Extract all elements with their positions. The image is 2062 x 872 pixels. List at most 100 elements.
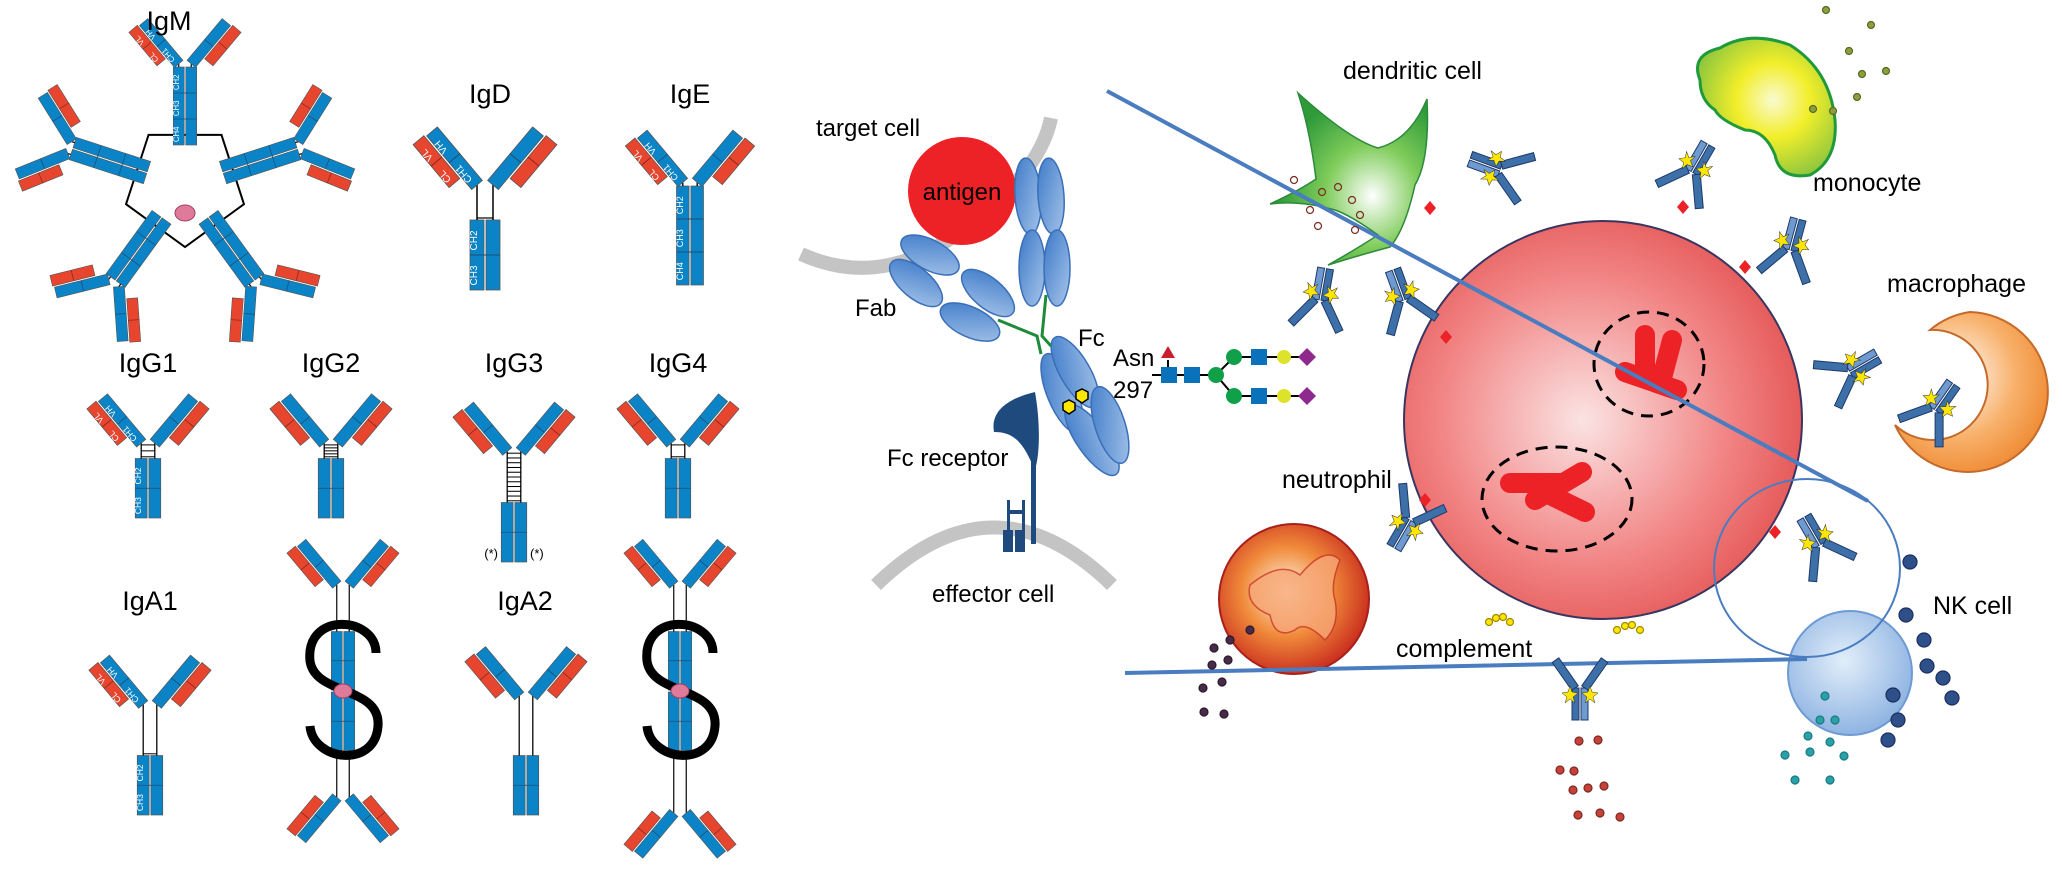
- right-arm: [149, 393, 210, 448]
- right-arm: [691, 129, 756, 187]
- label-macrophage: macrophage: [1887, 270, 2026, 298]
- label-nk-cell: NK cell: [1933, 592, 2012, 620]
- gamma-chain-tm: [1003, 530, 1013, 552]
- domain-label: CH3: [135, 794, 145, 811]
- right-arm: [344, 538, 400, 589]
- antigen-marker: [1769, 525, 1781, 539]
- left-arm: [289, 84, 333, 145]
- antibody-fab: [1790, 249, 1811, 286]
- bound-antibody: [1654, 139, 1716, 210]
- label-fc-receptor: Fc receptor: [887, 445, 1008, 472]
- label-igg2: IgG2: [302, 348, 361, 378]
- sialic-acid-diamond: [1298, 387, 1316, 405]
- glcnac-square: [1251, 349, 1267, 365]
- granule: [1498, 612, 1508, 622]
- granule: [1805, 747, 1815, 757]
- dendritic-cell: [1269, 90, 1429, 266]
- granule: [1825, 775, 1835, 785]
- granule: [1593, 735, 1603, 745]
- antibody-fab: [1320, 298, 1344, 335]
- heavy-chain-fc: [219, 137, 298, 173]
- right-arm: [527, 646, 588, 701]
- right-arm: [49, 264, 111, 299]
- label-target-cell: target cell: [816, 115, 920, 142]
- heavy-chain-fc: [676, 185, 690, 286]
- label-effector-cell: effector cell: [932, 581, 1054, 608]
- antibody-fab: [1821, 538, 1858, 562]
- bound-antibody: [1812, 348, 1883, 410]
- granule: [1198, 683, 1208, 693]
- star-glycan-icon: [1384, 286, 1402, 307]
- domain-label: CH3: [172, 101, 181, 117]
- fab-domain: [960, 268, 1016, 318]
- fc-receptor: [993, 392, 1039, 552]
- mannose-circle: [1208, 367, 1224, 383]
- hinge: [476, 185, 494, 220]
- left-arm: [286, 538, 342, 589]
- granule: [1568, 785, 1578, 795]
- granule: [1615, 812, 1625, 822]
- granule: [1555, 765, 1565, 775]
- right-arm: [37, 84, 81, 145]
- hinge: [67, 141, 75, 156]
- granule: [1890, 712, 1906, 728]
- granule: [1919, 658, 1935, 674]
- label-igd: IgD: [469, 79, 511, 109]
- granule: [1790, 775, 1800, 785]
- fab-domain: [888, 258, 944, 308]
- hinge: [673, 750, 687, 813]
- star-glycan-icon: [1792, 235, 1810, 256]
- left-arm: [464, 646, 525, 701]
- star-glycan-icon: [1678, 150, 1696, 170]
- isotype-labels: IgM IgD IgE IgG1 IgG2 IgG3 IgG4 IgA1 IgA…: [119, 6, 711, 616]
- granule: [1207, 660, 1217, 670]
- antigen-marker: [1419, 493, 1431, 507]
- right-arm: [228, 285, 257, 343]
- igm-monomer: [219, 84, 356, 192]
- granule: [1612, 625, 1622, 635]
- granule: [1944, 690, 1960, 706]
- label-monocyte: monocyte: [1813, 169, 1921, 197]
- iga1-dimer-lower: [286, 691, 400, 844]
- granule: [1866, 20, 1876, 30]
- antibody-fab: [1386, 300, 1404, 337]
- chromosome: [1530, 480, 1595, 522]
- star-glycan-icon: [1561, 685, 1579, 704]
- fab-domain: [900, 234, 960, 276]
- star-glycan-icon: [1406, 522, 1424, 542]
- granule: [1355, 210, 1365, 220]
- nucleus-outline: [1592, 310, 1706, 418]
- left-arm: [452, 401, 513, 456]
- domain-label: CH3: [675, 229, 685, 247]
- gamma-chain: [1007, 500, 1025, 530]
- fab-domain: [1018, 229, 1046, 307]
- granule: [1635, 625, 1645, 635]
- granule: [1857, 69, 1867, 79]
- right-arm: [515, 401, 576, 456]
- label-iga1: IgA1: [122, 586, 178, 616]
- granule: [1820, 691, 1830, 701]
- granule: [1313, 221, 1323, 231]
- igm-monomer: [198, 210, 321, 343]
- j-chain: [670, 683, 690, 699]
- isotype-structures: VHCH1VLCLCH2CH3CH4VHCH1VLCLCH2CH3VHCH1VL…: [14, 18, 756, 859]
- granule: [1852, 92, 1862, 102]
- granule: [1885, 687, 1901, 703]
- granule: [1573, 810, 1583, 820]
- granule: [1223, 655, 1233, 665]
- hinge: [670, 443, 686, 459]
- bound-antibody: [1287, 266, 1344, 335]
- right-arm: [186, 18, 242, 68]
- antibody-fab: [1494, 171, 1522, 206]
- antibody-fab: [1755, 244, 1789, 275]
- effector-antibodies: [1198, 5, 1961, 822]
- bound-antibody: [1386, 482, 1448, 553]
- left-arm: [344, 793, 400, 844]
- granule: [1209, 643, 1219, 653]
- right-arm: [623, 808, 679, 859]
